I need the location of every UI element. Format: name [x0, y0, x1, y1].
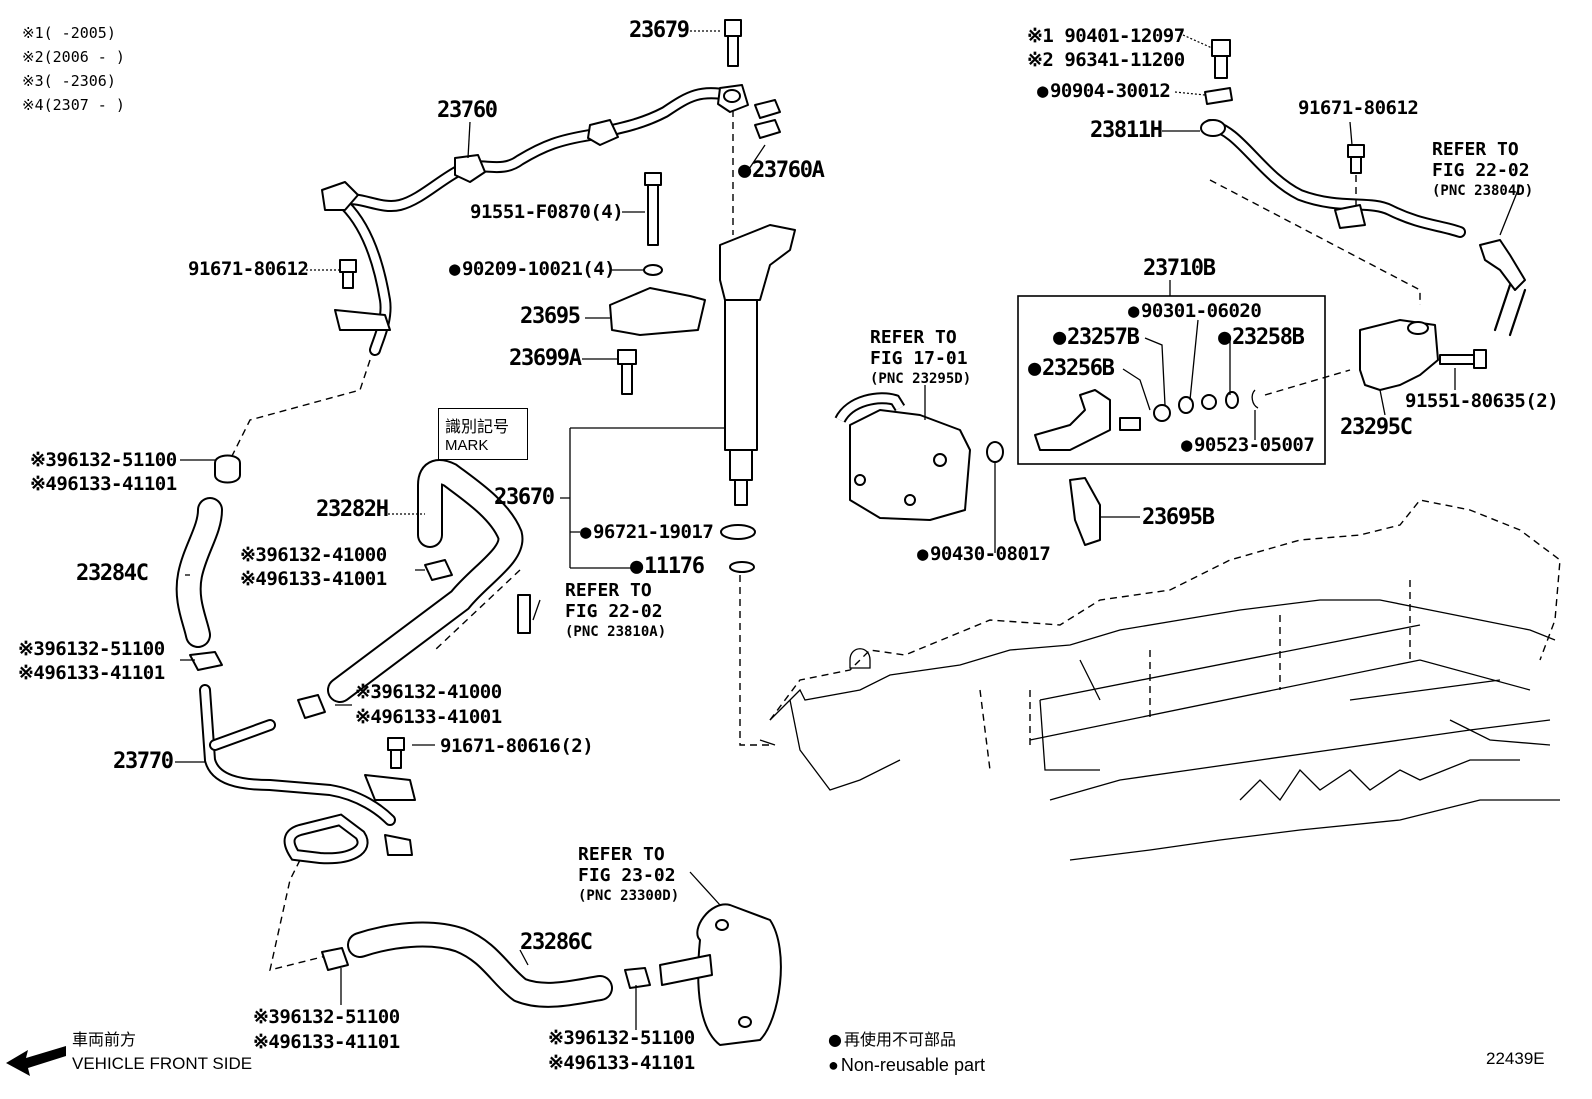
label-clamp4-a: ※396132-41000: [355, 681, 502, 703]
non-reusable-en: Non-reusable part: [828, 1056, 985, 1074]
front-side-en: VEHICLE FRONT SIDE: [72, 1054, 253, 1073]
label-clamp1-a: ※396132-51100: [30, 449, 177, 471]
label-clamp5-a: ※396132-51100: [253, 1006, 400, 1028]
clamp-lower-hose: [297, 694, 326, 719]
kit-box-23710B: [1017, 295, 1326, 465]
front-arrow: [6, 1046, 66, 1076]
vacuum-pump: [659, 903, 782, 1046]
hose-23282H: [327, 459, 524, 703]
bracket-23760A: [754, 99, 781, 139]
label-90523: 90523-05007: [1181, 436, 1315, 455]
tube-23770: [199, 684, 416, 865]
label-96721: 96721-19017: [580, 523, 714, 542]
label-23710B: 23710B: [1143, 256, 1216, 281]
mark-box-en: MARK: [445, 437, 489, 454]
label-clamp4-b: ※496133-41001: [355, 706, 502, 728]
clamp-upper-left: [214, 454, 241, 484]
label-23670: 23670: [494, 485, 555, 510]
label-23284C: 23284C: [76, 561, 149, 586]
label-23286C: 23286C: [520, 930, 593, 955]
tube-23811H: [1200, 119, 1466, 238]
label-11176: 11176: [630, 556, 705, 578]
pipe-stub: [517, 594, 531, 634]
label-clamp3-b: ※496133-41101: [18, 662, 165, 684]
label-23258B: 23258B: [1218, 327, 1305, 349]
bolt-91551-80635: [1439, 349, 1487, 369]
clip-23695B: [1069, 477, 1101, 546]
clamp-23282H: [424, 559, 453, 581]
label-91671-80612-left: 91671-80612: [188, 258, 309, 280]
hose-23286C: [347, 921, 613, 1008]
clamp-23695: [609, 287, 706, 336]
label-23811H: 23811H: [1090, 118, 1163, 143]
label-96341: ※2 96341-11200: [1027, 49, 1185, 71]
clamp-lower-right: [624, 967, 651, 989]
label-90209: 90209-10021(4): [449, 260, 616, 279]
pressure-sensor-parts: [1034, 389, 1259, 451]
label-clamp5-b: ※496133-41101: [253, 1031, 400, 1053]
label-90904: 90904-30012: [1037, 82, 1171, 101]
bolt-91671-80612-right: [1347, 144, 1365, 174]
o-ring-96721: [720, 524, 756, 540]
hose-23284C: [177, 499, 221, 646]
label-23295C: 23295C: [1340, 415, 1413, 440]
non-reusable-jp: 再使用不可部品: [828, 1032, 956, 1048]
label-90301: 90301-06020: [1128, 302, 1262, 321]
label-91671-80616: 91671-80616(2): [440, 735, 594, 757]
supply-pump-assembly: [834, 392, 971, 521]
label-clamp1-b: ※496133-41101: [30, 473, 177, 495]
label-91671-80612-right: 91671-80612: [1298, 97, 1419, 119]
note-3: ※3( -2306): [22, 72, 116, 90]
figure-code: 22439E: [1486, 1049, 1545, 1068]
mark-box-jp: 識別記号: [445, 417, 510, 436]
bolt-23679: [724, 19, 742, 67]
bolt-90401: [1211, 39, 1231, 79]
label-90430: 90430-08017: [917, 545, 1051, 564]
clamp-mid-left: [189, 651, 223, 671]
fuel-tube-23760: [321, 84, 749, 356]
washer-11176: [729, 561, 755, 573]
label-clamp2-a: ※396132-41000: [240, 544, 387, 566]
label-23770: 23770: [113, 749, 174, 774]
bolt-91551-F0870: [643, 172, 663, 276]
label-clamp6-a: ※396132-51100: [548, 1027, 695, 1049]
label-23282H: 23282H: [316, 497, 389, 522]
note-4: ※4(2307 - ): [22, 96, 125, 114]
label-clamp6-b: ※496133-41101: [548, 1052, 695, 1074]
label-23256B: 23256B: [1028, 358, 1115, 380]
front-side-jp: 車両前方: [72, 1030, 137, 1049]
bolt-23699A: [617, 349, 637, 395]
label-23695: 23695: [520, 304, 581, 329]
bolt-91671-80616: [387, 737, 405, 769]
label-91551-F0870: 91551-F0870(4): [470, 201, 624, 223]
label-23695B: 23695B: [1142, 505, 1215, 530]
label-90401: ※1 90401-12097: [1027, 25, 1185, 47]
engine-block-outline: [759, 499, 1561, 861]
note-1: ※1( -2005): [22, 24, 116, 42]
label-23699A: 23699A: [509, 346, 582, 371]
clamp-lower-left: [321, 947, 349, 971]
label-clamp3-a: ※396132-51100: [18, 638, 165, 660]
gasket-90904: [1204, 87, 1233, 105]
mark-box: 識別記号 MARK: [438, 408, 528, 460]
injector-23670: [719, 224, 796, 506]
bolt-91671-80612-left: [339, 259, 357, 289]
label-23760A: 23760A: [738, 160, 825, 182]
label-clamp2-b: ※496133-41001: [240, 568, 387, 590]
tube-bracket-right: [1479, 239, 1526, 291]
label-23257B: 23257B: [1053, 327, 1140, 349]
gasket-90430: [986, 441, 1004, 463]
label-91551-80635: 91551-80635(2): [1405, 390, 1559, 412]
label-23760: 23760: [437, 98, 498, 123]
note-2: ※2(2006 - ): [22, 48, 125, 66]
label-23679: 23679: [629, 18, 690, 43]
